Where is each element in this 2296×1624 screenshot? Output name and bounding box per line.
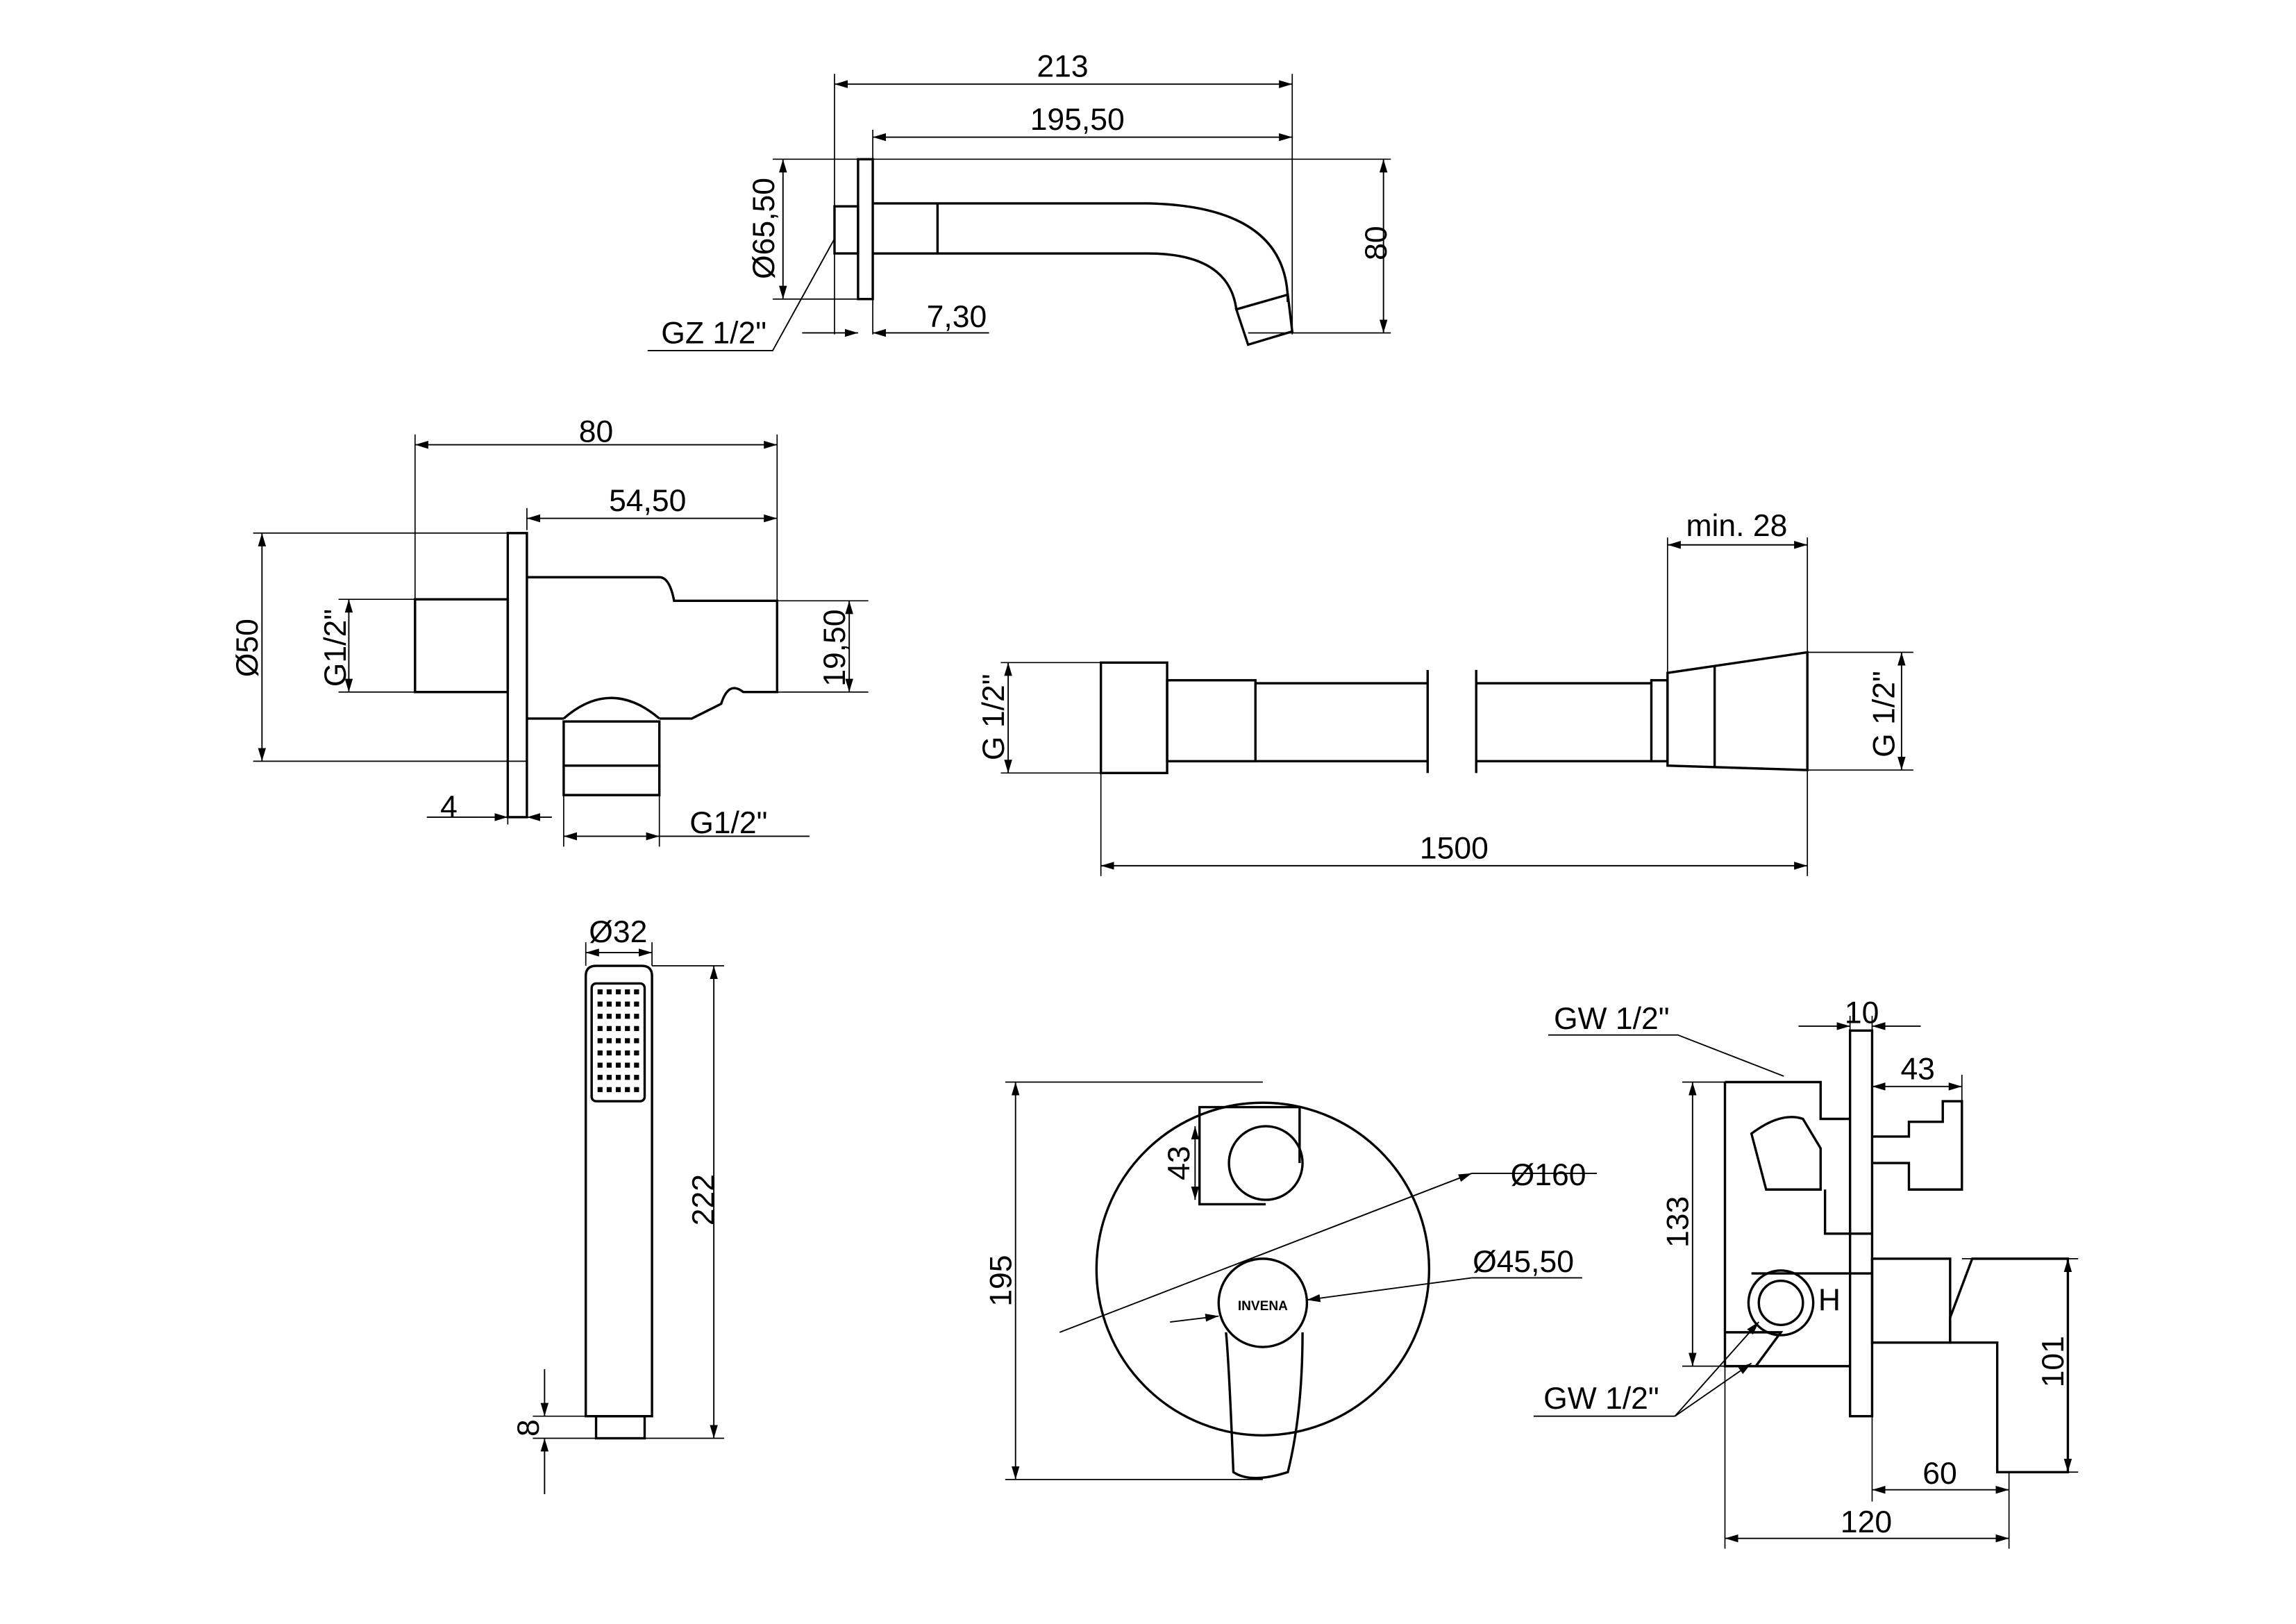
nozzle-dot [615,989,621,995]
dim-side-knob-depth: 43 [1900,1052,1935,1086]
dim-side-total-depth: 120 [1841,1505,1892,1539]
brand-logo: INVENA [1238,1299,1288,1314]
nozzle-dot [634,1014,639,1019]
nozzle-dot [606,1001,612,1007]
dim-hose-length: 1500 [1420,831,1489,865]
dim-connector-height: 19,50 [818,609,852,686]
spout-view: 213 195,50 80 Ø65,50 GZ 1/2" 7,30 [647,50,1393,351]
nozzle-dot [634,1026,639,1031]
dim-spout-plate-thk: 7,30 [927,300,987,334]
nozzle-dot [597,1050,603,1056]
nozzle-dot [606,1038,612,1044]
dim-plate-diam: Ø160 [1511,1158,1586,1192]
spray-nozzles [597,989,639,1092]
nozzle-dot [615,1062,621,1068]
mixer-side-view: 10 43 GW 1/2" H 101 133 60 120 GW 1/2" [1533,996,2079,1549]
dim-connector-body: 54,50 [609,484,686,518]
nozzle-dot [615,1038,621,1044]
nozzle-dot [634,1087,639,1092]
dim-spout-plate-diam: Ø65,50 [747,178,781,279]
dim-spout-total: 213 [1037,50,1088,84]
nozzle-dot [597,1062,603,1068]
nozzle-dot [625,1001,630,1007]
dim-side-handle-height: 101 [2036,1336,2070,1387]
hot-mark: H [1818,1283,1841,1317]
dim-shower-thread: 8 [512,1419,546,1437]
nozzle-dot [615,1014,621,1019]
nozzle-dot [634,1062,639,1068]
dim-connector-diam: Ø50 [231,619,265,677]
nozzle-dot [625,1087,630,1092]
nozzle-dot [597,1001,603,1007]
dim-spout-body: 195,50 [1030,103,1125,137]
nozzle-dot [606,1062,612,1068]
dim-side-handle-depth: 60 [1922,1457,1957,1491]
nozzle-dot [615,1075,621,1080]
nozzle-dot [606,1050,612,1056]
dim-knob-height: 43 [1162,1146,1196,1180]
nozzle-dot [634,1001,639,1007]
nozzle-dot [606,1014,612,1019]
dim-side-plate-thk: 10 [1845,996,1879,1030]
nozzle-dot [615,1026,621,1031]
nozzle-dot [606,1026,612,1031]
nozzle-dot [597,1075,603,1080]
nozzle-dot [606,1087,612,1092]
dim-shower-diam: Ø32 [589,915,647,949]
nozzle-dot [597,1014,603,1019]
nozzle-dot [634,1050,639,1056]
nozzle-dot [625,1026,630,1031]
nozzle-dot [625,1014,630,1019]
dim-hose-min: min. 28 [1686,509,1787,543]
nozzle-dot [606,1075,612,1080]
nozzle-dot [597,1038,603,1044]
nozzle-dot [615,1050,621,1056]
label-hose-thread-left: G 1/2" [977,673,1011,760]
wall-connector-view: 80 54,50 Ø50 G1/2" 19,50 4 G1/2" [231,415,869,847]
label-spout-thread: GZ 1/2" [661,316,766,350]
dim-connector-plate-thk: 4 [440,790,458,824]
dim-shower-length: 222 [687,1174,721,1225]
label-connector-thread-in: G1/2" [319,609,353,687]
nozzle-dot [597,1026,603,1031]
dim-mixer-plate-height: 195 [984,1255,1018,1307]
mixer-front-view: 195 43 Ø160 INVENA Ø45,50 [984,1081,1598,1480]
nozzle-dot [625,1038,630,1044]
nozzle-dot [597,989,603,995]
label-outlet-bottom: GW 1/2" [1543,1382,1659,1416]
label-outlet-top: GW 1/2" [1554,1002,1670,1036]
dim-connector-width: 80 [579,415,614,449]
label-connector-thread-out: G1/2" [689,806,767,840]
dim-spout-height: 80 [1359,226,1393,260]
label-hose-thread-right: G 1/2" [1867,671,1901,757]
nozzle-dot [625,1062,630,1068]
nozzle-dot [615,1087,621,1092]
nozzle-dot [625,1075,630,1080]
hand-shower-view: Ø32 222 8 [512,915,724,1495]
nozzle-dot [634,1038,639,1044]
dim-handle-diam: Ø45,50 [1473,1245,1574,1279]
nozzle-dot [606,989,612,995]
nozzle-dot [625,989,630,995]
hose-view: G 1/2" min. 28 G 1/2" 1500 [977,509,1913,876]
dim-side-height: 133 [1661,1196,1695,1248]
nozzle-dot [615,1001,621,1007]
nozzle-dot [597,1087,603,1092]
nozzle-dot [625,1050,630,1056]
nozzle-dot [634,989,639,995]
nozzle-dot [634,1075,639,1080]
